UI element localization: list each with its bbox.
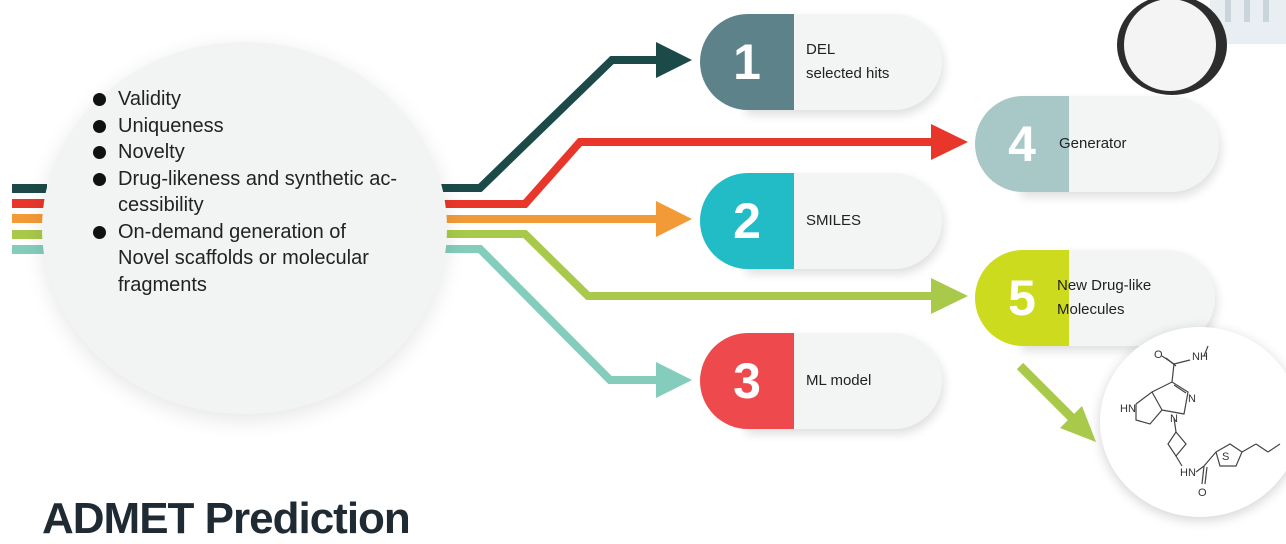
step-label: DEL selected hits [806,41,890,82]
criteria-circle [42,42,447,414]
criteria-item: Novelty [92,139,452,166]
step-label: New Drug-like Molecules [1057,277,1152,318]
arrowhead-step-4 [931,124,968,160]
criteria-list: Validity Uniqueness Novelty Drug-likenes… [92,86,452,298]
step-number: 3 [700,333,794,429]
roller-graphic [1117,0,1286,95]
arrow-to-step-4 [438,138,935,208]
stub-teal [12,245,47,254]
step-label: Generator [1059,135,1127,152]
flow-arrows [12,0,1286,442]
atom-label: NH [1192,351,1208,363]
stub-dark [12,184,47,193]
arrowhead-molecule [1060,406,1096,442]
atom-label: N [1170,413,1178,425]
arrowhead-step-2 [656,201,692,237]
criteria-item: On-demand generation of Novel scaffolds … [92,219,452,299]
arrowhead-step-1 [656,42,692,78]
step-label: ML model [806,372,872,389]
atom-label: HN [1180,467,1196,479]
atom-label: O [1154,349,1163,361]
arrow-to-step-3 [438,245,660,384]
molecule-circle [1100,327,1286,517]
step-number: 4 [975,96,1069,192]
step-1: 1 DEL selected hits [700,14,942,110]
step-number: 2 [700,173,794,269]
atom-label: HN [1120,403,1136,415]
arrowhead-step-5 [931,278,968,314]
step-4: 4 Generator [975,96,1219,192]
stub-orange [12,214,47,223]
molecule-structure: NH HN N N O HN S O [1120,345,1281,499]
flow-diagram: Validity Uniqueness Novelty Drug-likenes… [12,0,1286,543]
arrow-to-molecule [1016,362,1076,422]
stub-green [12,230,47,239]
arrowhead-step-3 [656,362,692,398]
stub-red [12,199,47,208]
step-label: SMILES [806,212,862,229]
criteria-item: Drug-likeness and synthetic ac- cessibil… [92,166,452,219]
atom-label: O [1198,487,1207,499]
criteria-item: Uniqueness [92,113,452,140]
atom-label: N [1188,393,1196,405]
arrow-to-step-1 [438,56,660,192]
arrow-to-step-5 [438,230,935,300]
step-5: 5 New Drug-like Molecules [975,250,1215,346]
atom-label: S [1222,451,1229,463]
section-title: ADMET Prediction [42,494,411,543]
criteria-item: Validity [92,86,452,113]
step-number: 1 [700,14,794,110]
step-2: 2 SMILES [700,173,942,269]
step-number: 5 [975,250,1069,346]
step-3: 3 ML model [700,333,942,429]
